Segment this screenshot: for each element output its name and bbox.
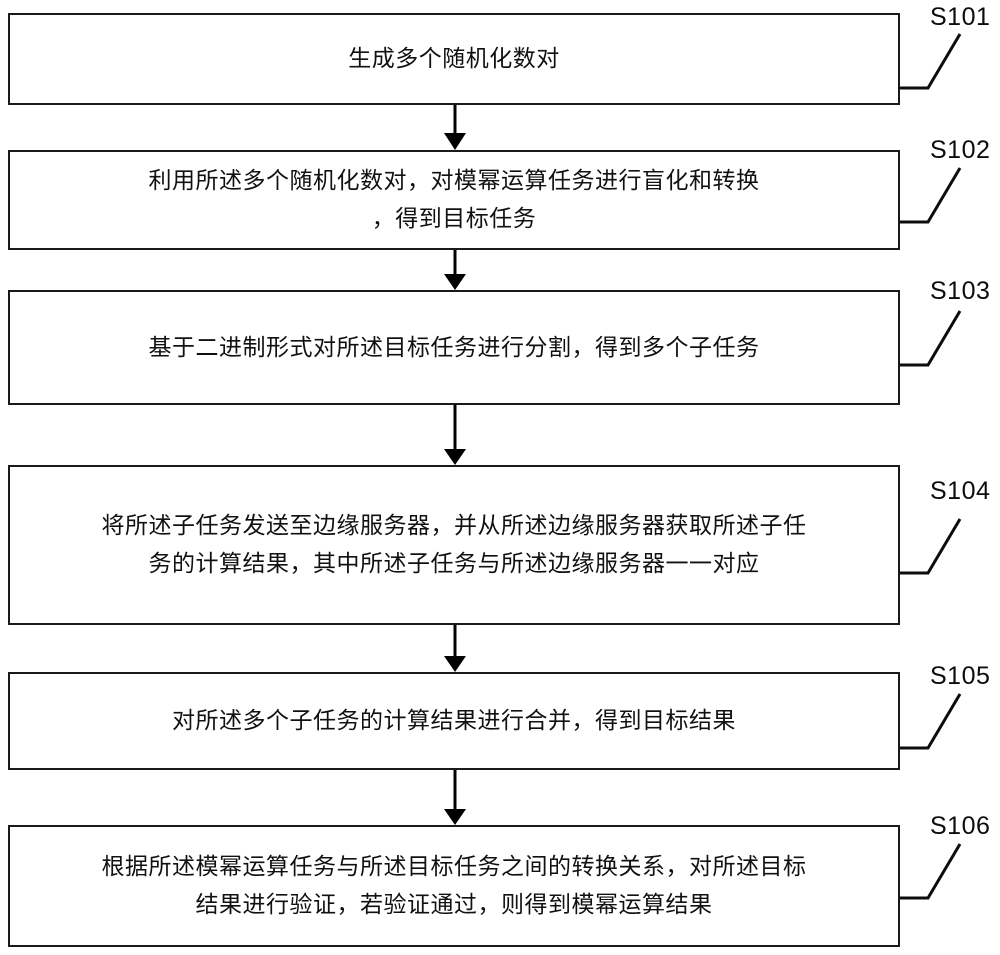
flow-step-label-s105: S105 [930, 662, 991, 690]
flow-step-box-s106[interactable]: 根据所述模幂运算任务与所述目标任务之间的转换关系，对所述目标 结果进行验证，若验… [8, 825, 900, 947]
flow-step-label-s106: S106 [930, 812, 991, 840]
flow-step-label-s101: S101 [930, 3, 991, 31]
flow-step-box-s103[interactable]: 基于二进制形式对所述目标任务进行分割，得到多个子任务 [8, 290, 900, 405]
flow-step-box-s105[interactable]: 对所述多个子任务的计算结果进行合并，得到目标结果 [8, 672, 900, 770]
flow-step-box-s102[interactable]: 利用所述多个随机化数对，对模幂运算任务进行盲化和转换 ，得到目标任务 [8, 150, 900, 250]
flow-step-text-s105: 对所述多个子任务的计算结果进行合并，得到目标结果 [172, 708, 736, 734]
flow-step-text-s101: 生成多个随机化数对 [348, 46, 560, 72]
flow-step-label-s102: S102 [930, 136, 991, 164]
flow-step-box-s104[interactable]: 将所述子任务发送至边缘服务器，并从所述边缘服务器获取所述子任 务的计算结果，其中… [8, 465, 900, 625]
flow-step-label-s104: S104 [930, 477, 991, 505]
flow-step-text-s104: 将所述子任务发送至边缘服务器，并从所述边缘服务器获取所述子任 务的计算结果，其中… [101, 513, 807, 577]
flow-step-box-s101[interactable]: 生成多个随机化数对 [8, 13, 900, 105]
flow-step-text-s103: 基于二进制形式对所述目标任务进行分割，得到多个子任务 [148, 334, 760, 361]
flow-step-label-s103: S103 [930, 277, 991, 305]
flow-step-text-s106: 根据所述模幂运算任务与所述目标任务之间的转换关系，对所述目标 结果进行验证，若验… [101, 854, 807, 918]
flow-step-text-s102: 利用所述多个随机化数对，对模幂运算任务进行盲化和转换 ，得到目标任务 [148, 168, 760, 232]
